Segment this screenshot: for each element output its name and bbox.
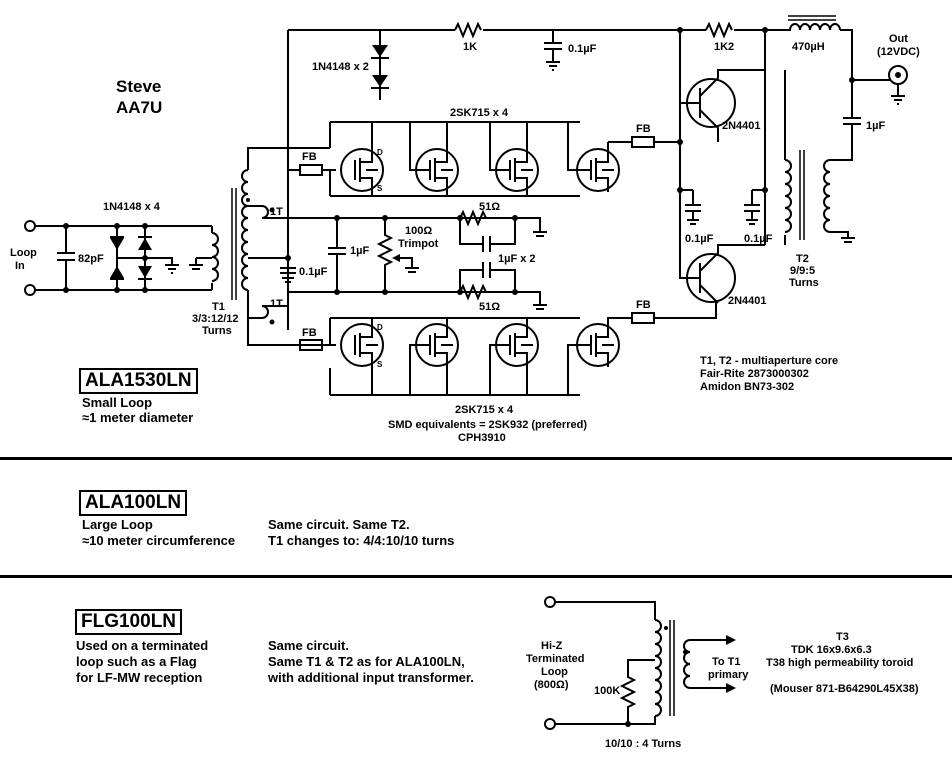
flag-terminal-top[interactable] bbox=[544, 596, 556, 608]
core-note-1: T1, T2 - multiaperture core bbox=[700, 355, 838, 367]
cap-82pf-label: 82pF bbox=[78, 253, 104, 265]
resistor-100k-label: 100K bbox=[594, 685, 621, 697]
loop-terminal-bottom[interactable] bbox=[24, 284, 36, 296]
author-name: Steve bbox=[116, 77, 161, 96]
core-note-3: Amidon BN73-302 bbox=[700, 381, 794, 393]
ala100ln-desc-1: Large Loop bbox=[82, 517, 153, 532]
cap-01-b-label: 0.1µF bbox=[744, 233, 773, 245]
output-label-2: (12VDC) bbox=[877, 46, 920, 58]
t1-label-3: Turns bbox=[202, 325, 232, 337]
t3-label-1: T3 bbox=[836, 631, 849, 643]
flag-turns-label: 10/10 : 4 Turns bbox=[605, 738, 682, 750]
resistor-51-bottom-label: 51Ω bbox=[479, 301, 500, 313]
cap-01-a-label: 0.1µF bbox=[685, 233, 714, 245]
output-label-1: Out bbox=[889, 33, 908, 45]
core-note-2: Fair-Rite 2873000302 bbox=[700, 368, 809, 380]
bias-network: 0.1µF 1µF 100Ω Trimpot 51Ω 51Ω 1µF x 2 bbox=[280, 201, 547, 313]
to-t1-label-2: primary bbox=[708, 669, 749, 681]
flg100ln-desc-1: Used on a terminated bbox=[76, 638, 209, 653]
cap-01-left-label: 0.1µF bbox=[299, 266, 328, 278]
flag-transformer bbox=[544, 596, 736, 730]
fb-bottom-right-label: FB bbox=[636, 299, 651, 311]
smd-label-1: SMD equivalents = 2SK932 (preferred) bbox=[388, 419, 587, 431]
tap-1t-top: 1T bbox=[270, 206, 283, 218]
diode-stack-top: 1N4148 x 2 bbox=[312, 30, 389, 100]
capacitor-top: 0.1µF bbox=[544, 30, 597, 71]
resistor-1k-label: 1K bbox=[463, 41, 477, 53]
flg100ln-note-1: Same circuit. bbox=[268, 638, 349, 653]
t2-label-3: Turns bbox=[789, 277, 819, 289]
output-connector[interactable]: Out (12VDC) bbox=[852, 33, 920, 105]
loop-label-1: Loop bbox=[10, 247, 37, 259]
hiz-label-1: Hi-Z bbox=[541, 640, 563, 652]
hiz-label-4: (800Ω) bbox=[534, 679, 569, 691]
fet-bottom-label: 2SK715 x 4 bbox=[455, 404, 514, 416]
cap-1uf-label: 1µF bbox=[350, 245, 369, 257]
transformer-t1: 1T 1T T1 3/3:12/12 Turns bbox=[189, 147, 330, 346]
resistor-1k2: 1K2 bbox=[705, 21, 734, 53]
core-notes: T1, T2 - multiaperture core Fair-Rite 28… bbox=[700, 355, 838, 393]
fb-top-right-label: FB bbox=[636, 123, 651, 135]
supply-rail bbox=[287, 29, 853, 330]
flg100ln-desc-2: loop such as a Flag bbox=[76, 654, 197, 669]
ala100ln-desc-2: ≈10 meter circumference bbox=[82, 533, 236, 548]
output-stage: 2N4401 2N4401 0.1µF 0.1µF T2 9/9:5 Turns bbox=[677, 27, 855, 307]
loop-label-2: In bbox=[15, 260, 25, 272]
model-flg100ln: FLG100LN bbox=[75, 609, 183, 635]
model-ala100ln: ALA100LN bbox=[79, 490, 188, 516]
fet-top-s-pin: S bbox=[377, 184, 383, 193]
model-ala1530ln: ALA1530LN bbox=[79, 368, 198, 394]
resistor-51-top-label: 51Ω bbox=[479, 201, 500, 213]
diode-top-label: 1N4148 x 2 bbox=[312, 61, 369, 73]
ala100ln-note-1: Same circuit. Same T2. bbox=[268, 517, 410, 532]
t2-label-2: 9/9:5 bbox=[790, 265, 815, 277]
author-callsign: AA7U bbox=[116, 98, 162, 117]
flg100ln-note-2: Same T1 & T2 as for ALA100LN, bbox=[268, 654, 465, 669]
fet-array-top: FB FB D S 2SK715 x 4 bbox=[288, 107, 680, 197]
flg100ln-note-3: with additional input transformer. bbox=[268, 670, 474, 685]
resistor-1k2-label: 1K2 bbox=[714, 41, 734, 53]
t1-label-2: 3/3:12/12 bbox=[192, 313, 238, 325]
loop-input: Loop In 82pF 1N4148 x 4 bbox=[10, 201, 213, 296]
flag-terminal-bottom[interactable] bbox=[544, 718, 556, 730]
fb-bottom-left-label: FB bbox=[302, 327, 317, 339]
t1-label-1: T1 bbox=[212, 301, 225, 313]
transistor-top-label: 2N4401 bbox=[722, 120, 761, 132]
divider-2 bbox=[0, 575, 952, 578]
capacitor-top-label: 0.1µF bbox=[568, 43, 597, 55]
fb-top-left-label: FB bbox=[302, 151, 317, 163]
hiz-label-2: Terminated bbox=[526, 653, 585, 665]
transistor-bottom-label: 2N4401 bbox=[728, 295, 767, 307]
trimpot-label-2: Trimpot bbox=[398, 238, 439, 250]
ala1530ln-desc-2: ≈1 meter diameter bbox=[82, 410, 194, 425]
fet-top-label: 2SK715 x 4 bbox=[450, 107, 509, 119]
to-t1-label-1: To T1 bbox=[712, 656, 741, 668]
ala100ln-note-2: T1 changes to: 4/4:10/10 turns bbox=[268, 533, 455, 548]
fet-bottom-d-pin: D bbox=[377, 323, 383, 332]
ala1530ln-desc-1: Small Loop bbox=[82, 395, 153, 410]
capacitor-output: 1µF bbox=[830, 80, 885, 161]
fet-bottom-s-pin: S bbox=[377, 360, 383, 369]
loop-terminal-top[interactable] bbox=[24, 220, 36, 232]
tap-1t-bottom: 1T bbox=[270, 298, 283, 310]
hiz-label-3: Loop bbox=[541, 666, 568, 678]
t3-label-2: TDK 16x9.6x6.3 bbox=[791, 644, 872, 656]
t3-label-4: (Mouser 871-B64290L45X38) bbox=[770, 683, 919, 695]
flg100ln-desc-3: for LF-MW reception bbox=[76, 670, 203, 685]
t3-label-3: T38 high permeability toroid bbox=[766, 657, 914, 669]
fet-array-bottom: FB FB D S 2SK715 x 4 SMD equivalents = 2… bbox=[288, 299, 717, 444]
diode-bridge-label: 1N4148 x 4 bbox=[103, 201, 161, 213]
capacitor-output-label: 1µF bbox=[866, 120, 885, 132]
t2-label-1: T2 bbox=[796, 253, 809, 265]
smd-label-2: CPH3910 bbox=[458, 432, 506, 444]
fet-top-d-pin: D bbox=[377, 148, 383, 157]
trimpot-label-1: 100Ω bbox=[405, 225, 432, 237]
resistor-1k: 1K bbox=[454, 21, 482, 53]
cap-1uf-x2-label: 1µF x 2 bbox=[498, 253, 536, 265]
inductor-label: 470µH bbox=[792, 41, 825, 53]
divider-1 bbox=[0, 457, 952, 460]
inductor-470uh: 470µH bbox=[785, 15, 841, 53]
